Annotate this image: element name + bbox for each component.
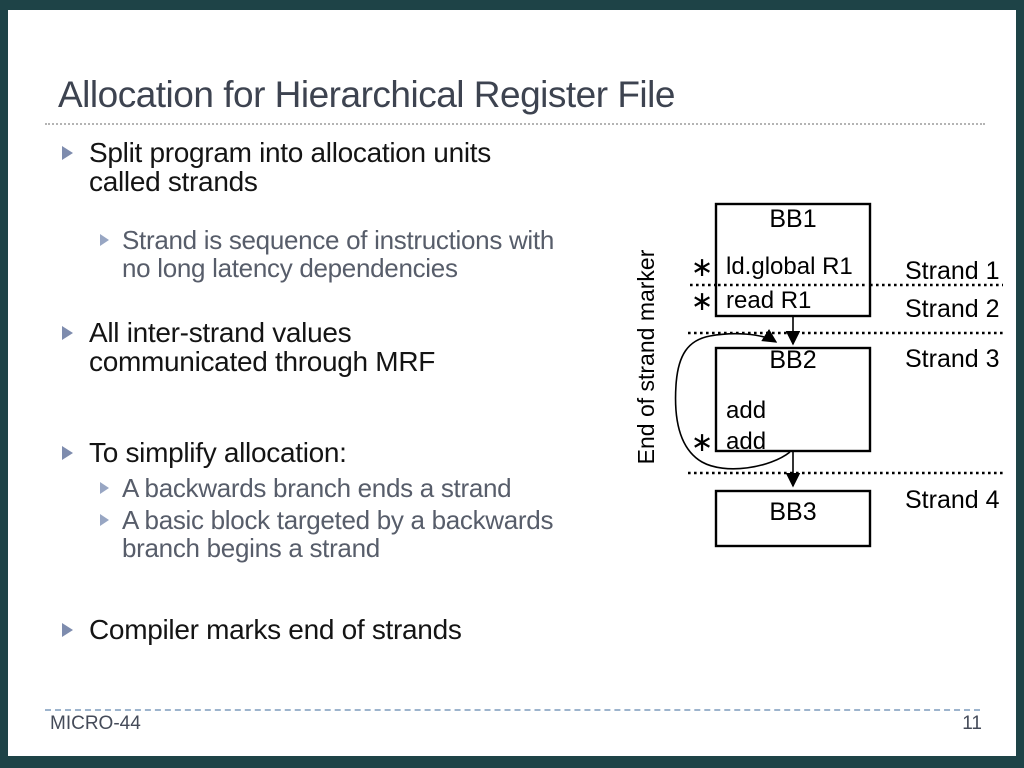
bullet-text: All inter-strand values communicated thr… <box>89 317 436 377</box>
slide-title: Allocation for Hierarchical Register Fil… <box>58 74 675 115</box>
bullet-text: To simplify allocation: <box>89 437 347 468</box>
bullet-triangle-icon <box>62 326 73 340</box>
bb2-box <box>714 346 872 453</box>
strand-2-label: Strand 2 <box>905 295 1000 323</box>
strand-4-label: Strand 4 <box>905 486 1000 514</box>
bullet-split-program: Split program into allocation units call… <box>62 138 491 196</box>
frame-top <box>0 0 1024 10</box>
bb3-label: BB3 <box>769 498 816 526</box>
frame-left <box>0 0 8 768</box>
strand-1-label: Strand 1 <box>905 257 1000 285</box>
bb2-instruction-2: add <box>726 428 766 455</box>
strand-end-marker-3: ∗ <box>691 427 714 457</box>
bullet-text: Compiler marks end of strands <box>89 614 462 645</box>
bullet-triangle-icon <box>62 146 73 160</box>
strand-3-label: Strand 3 <box>905 345 1000 373</box>
bullet-inter-strand-values: All inter-strand values communicated thr… <box>62 318 435 376</box>
bullet-triangle-icon <box>62 623 73 637</box>
title-divider <box>45 123 985 125</box>
footer-divider <box>45 709 980 711</box>
backwards-branch-arrow <box>674 328 791 470</box>
frame-bottom <box>0 756 1024 768</box>
bullet-triangle-icon <box>62 446 73 460</box>
sub-bullet-backwards-branch: A backwards branch ends a strand <box>100 473 512 503</box>
footer-conference-name: MICRO-44 <box>50 713 141 734</box>
strand-diagram: BB1 BB2 BB3 ld.global R1 read R1 add add… <box>633 202 1003 548</box>
sub-bullet-text: Strand is sequence of instructions with … <box>122 225 554 283</box>
bullet-triangle-icon <box>100 514 109 526</box>
bullet-simplify-allocation: To simplify allocation: <box>62 438 347 467</box>
bullet-compiler-marks: Compiler marks end of strands <box>62 615 462 644</box>
bb1-instruction-2: read R1 <box>726 287 811 314</box>
frame-right <box>1016 0 1024 768</box>
sub-bullet-text: A basic block targeted by a backwards br… <box>122 505 554 563</box>
bullet-triangle-icon <box>100 482 109 494</box>
bb1-instruction-1: ld.global R1 <box>726 253 853 280</box>
sub-bullet-text: A backwards branch ends a strand <box>122 473 512 503</box>
bb3-box <box>714 489 872 548</box>
bullet-triangle-icon <box>100 234 109 246</box>
page-number: 11 <box>962 713 982 734</box>
strand-end-marker-2: ∗ <box>691 286 714 316</box>
bb2-instruction-1: add <box>726 397 766 424</box>
bb1-label: BB1 <box>769 205 816 233</box>
sub-bullet-basic-block: A basic block targeted by a backwards br… <box>100 506 553 562</box>
axis-label-end-of-strand-marker: End of strand marker <box>633 249 659 464</box>
sub-bullet-strand-definition: Strand is sequence of instructions with … <box>100 226 554 282</box>
strand-end-marker-1: ∗ <box>691 252 714 282</box>
bullet-text: Split program into allocation units call… <box>89 137 491 197</box>
bb2-label: BB2 <box>769 346 816 374</box>
